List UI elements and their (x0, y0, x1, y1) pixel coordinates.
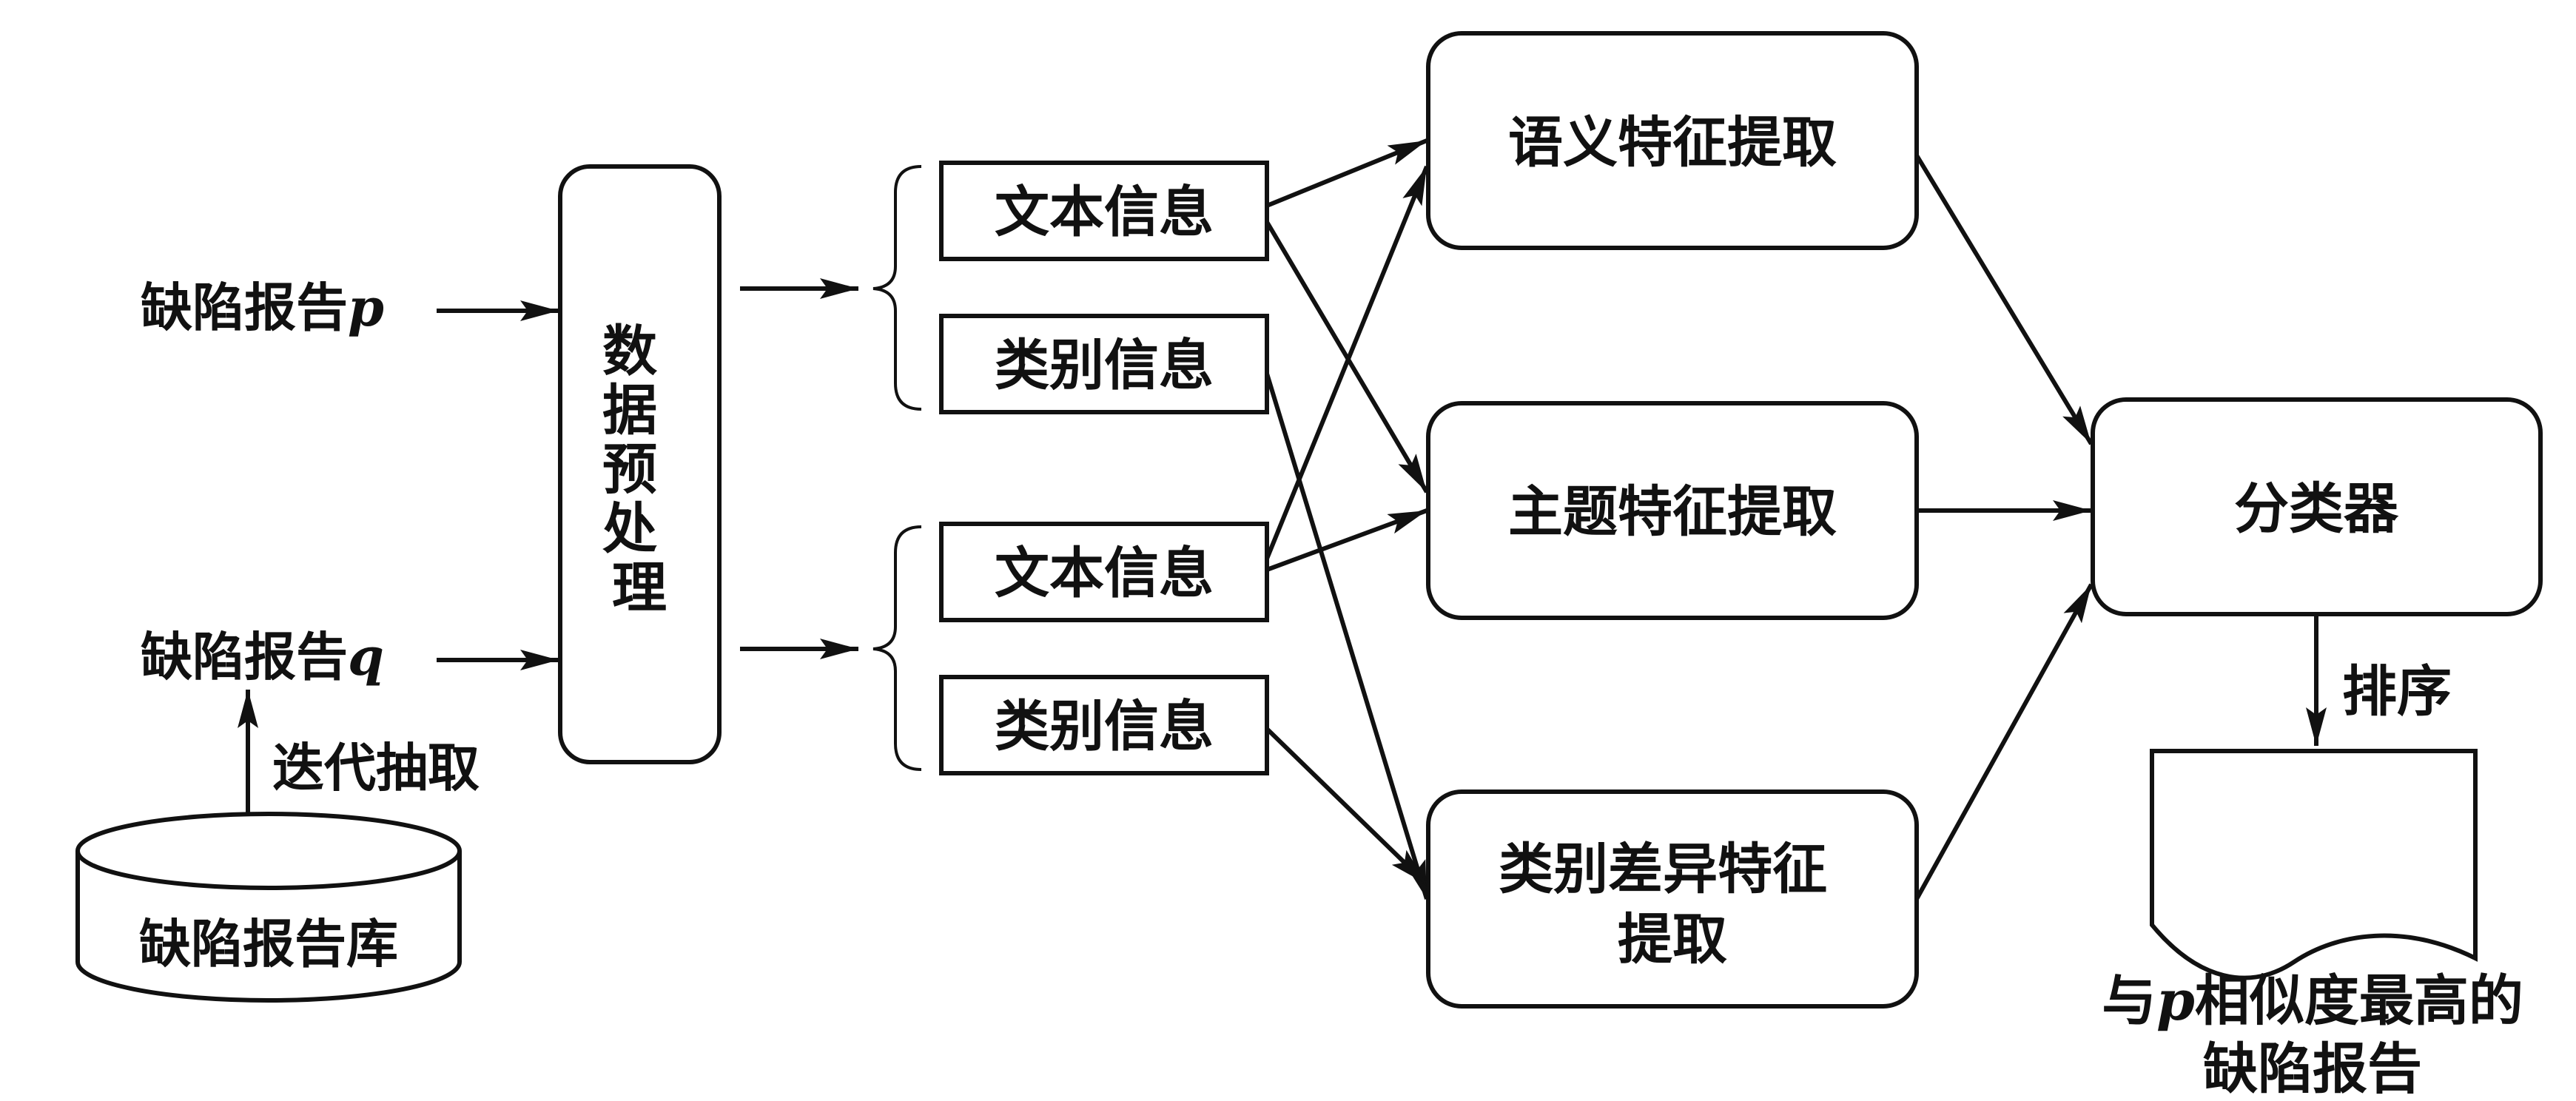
classifier-label: 分类器 (2234, 477, 2399, 541)
defect-report-p-label: 缺陷报告p (141, 277, 384, 338)
arrow-q-text-to-semantic (1265, 165, 1429, 560)
q-text-info-label: 文本信息 (995, 542, 1214, 605)
topic-feature-label: 主题特征提取 (1508, 480, 1837, 544)
defect-report-database-label: 缺陷报告库 (139, 913, 398, 974)
classifier-box: 分类器 (2091, 397, 2543, 616)
output-document (2150, 749, 2478, 980)
arrow-semantic-to-classifier (1914, 154, 2094, 445)
topic-feature-box: 主题特征提取 (1426, 401, 1919, 620)
q-category-info-box: 类别信息 (939, 675, 1269, 775)
brace-q-info (872, 525, 922, 771)
q-category-info-label: 类别信息 (995, 695, 1214, 758)
category-diff-feature-box: 类别差异特征 提取 (1426, 789, 1919, 1009)
arrow-q-text-to-topic (1265, 508, 1428, 572)
output-label-line1: 与p相似度最高的 (2102, 969, 2523, 1033)
defect-report-q-label: 缺陷报告q (141, 626, 384, 687)
q-text-info-box: 文本信息 (939, 522, 1269, 622)
brace-p-info (872, 165, 922, 411)
sort-label: 排序 (2342, 660, 2452, 724)
p-text-info-box: 文本信息 (939, 161, 1269, 261)
semantic-feature-box: 语义特征提取 (1426, 31, 1919, 250)
defect-report-database: 缺陷报告库 (75, 812, 462, 1003)
arrow-q-category-to-category-diff (1265, 727, 1429, 886)
p-category-info-box: 类别信息 (939, 314, 1269, 414)
data-preprocessing-box: 数 据 预 处 理 (558, 164, 722, 764)
category-diff-feature-label: 类别差异特征 提取 (1499, 838, 1846, 972)
arrow-category-diff-to-classifier (1914, 583, 2094, 900)
output-label-line2: 缺陷报告 (2203, 1037, 2422, 1101)
data-preprocessing-label: 数 据 预 处 理 (602, 320, 676, 620)
arrow-p-text-to-semantic (1265, 138, 1428, 208)
p-category-info-label: 类别信息 (995, 334, 1214, 397)
p-text-info-label: 文本信息 (995, 181, 1214, 244)
arrow-p-category-to-category-diff (1265, 373, 1429, 900)
semantic-feature-label: 语义特征提取 (1508, 111, 1837, 175)
iterative-extraction-label: 迭代抽取 (272, 737, 480, 798)
